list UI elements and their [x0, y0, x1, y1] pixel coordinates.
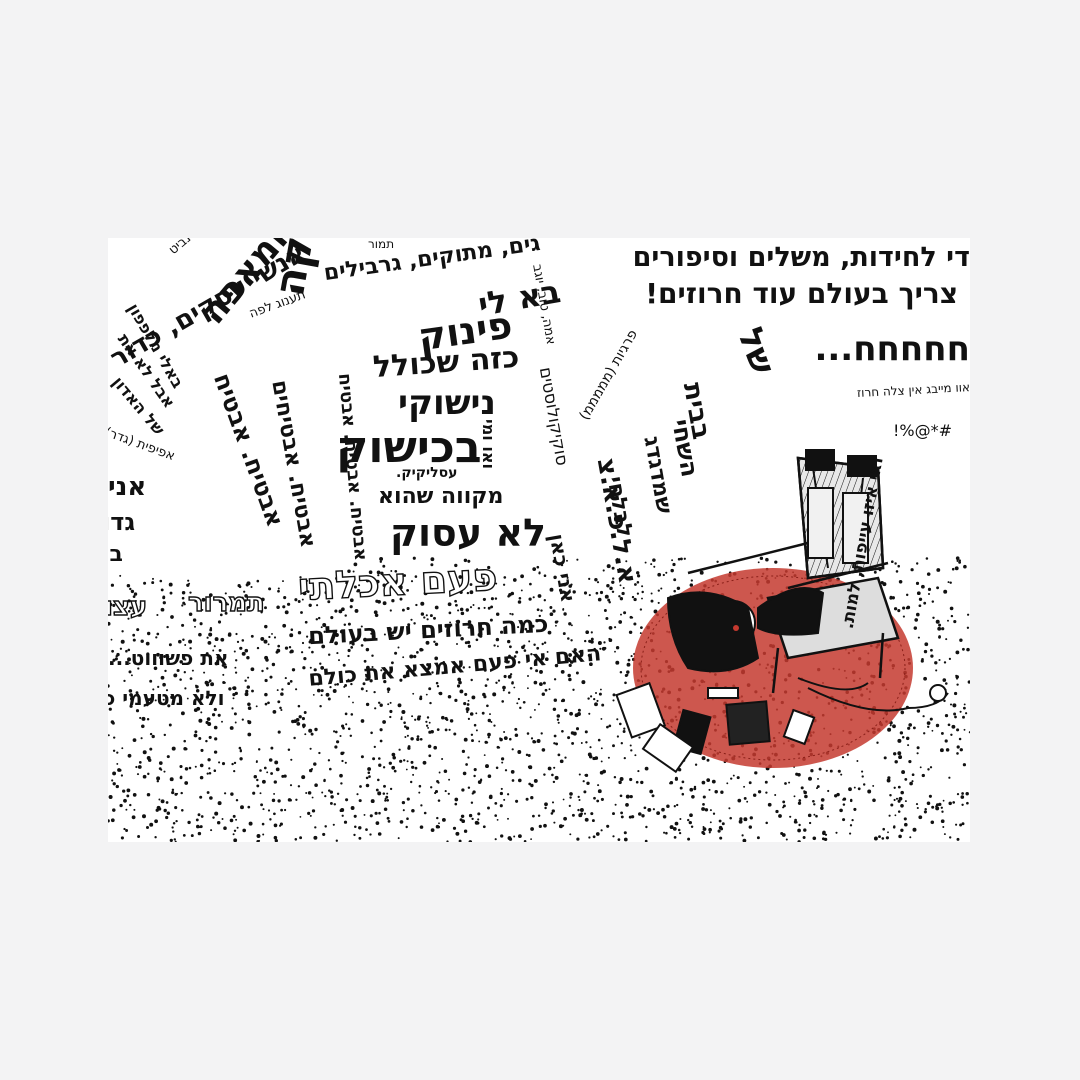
laasok-text: לא עסוק — [390, 511, 547, 555]
symbols-text: #*@%! — [892, 421, 952, 440]
va-umi-text: ואו ומי — [478, 419, 498, 469]
scene-graphics — [108, 449, 970, 842]
riddles-proverbs-line: די לחידות, משלים וסיפורים — [632, 242, 970, 273]
vela-mitamim-text: ולא מטעמי כ — [108, 686, 225, 710]
tmur-text: תמור — [368, 238, 395, 251]
et-pshuut-text: את פשוווט... — [108, 646, 229, 670]
paam-achalti-text: פעם אכלתי — [296, 554, 499, 610]
bekishuk-text: בכישוק — [336, 422, 482, 473]
ba-text: בו — [108, 542, 123, 567]
ani-text: אני — [108, 472, 147, 502]
tsu-text: עצו — [108, 592, 148, 622]
nishuki-text: נישוקי — [398, 383, 496, 423]
chachacha-text: חחחחח... — [814, 329, 970, 369]
girl-figure — [666, 449, 949, 712]
mekaveh-text: מקווה שהוא — [378, 484, 504, 509]
tmurur-text: תמרור — [187, 588, 265, 618]
illustration-artwork: די לחידות, משלים וסיפורים צריך בעולם עוד… — [108, 238, 970, 842]
geva-text: גדו — [108, 508, 136, 536]
asliki-text: עסליקיק. — [396, 465, 458, 481]
need-more-rhymes-line: צריך בעולם עוד חרוזים! — [645, 277, 958, 310]
scattered-books — [615, 681, 947, 774]
